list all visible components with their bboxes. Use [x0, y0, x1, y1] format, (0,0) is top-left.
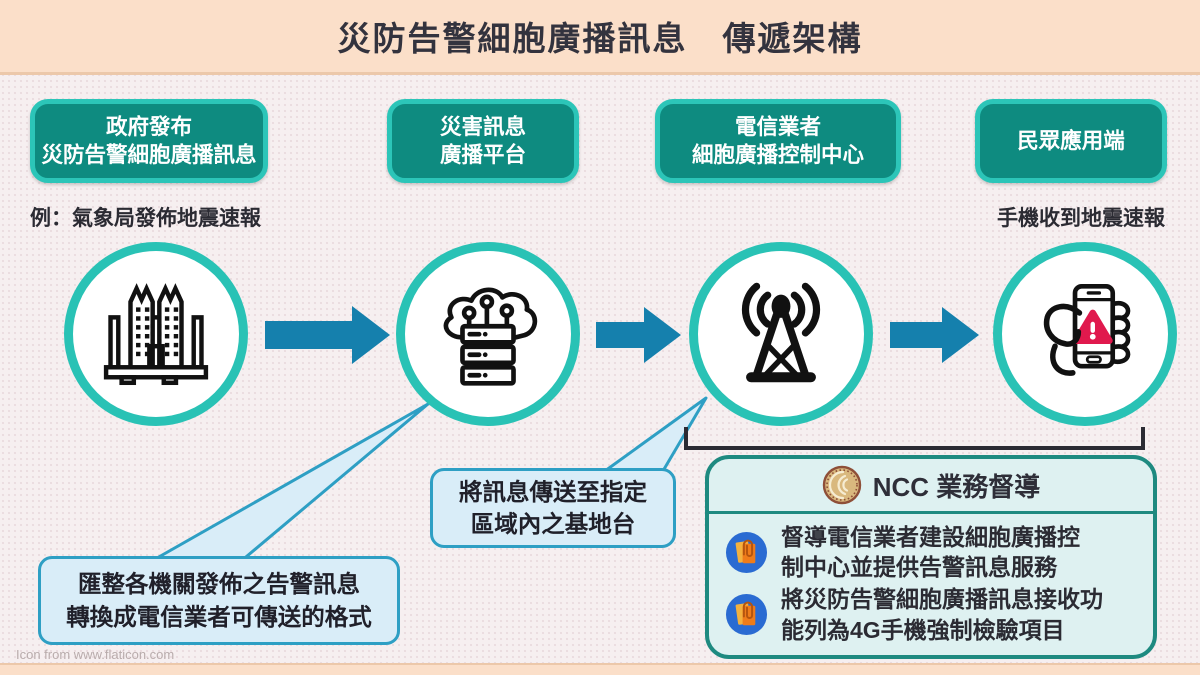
group-bracket [684, 427, 1145, 450]
ncc-item-line: 制中心並提供告警訊息服務 [781, 554, 1057, 581]
document-clip-icon [725, 594, 768, 636]
stagebox-government: 政府發布 災防告警細胞廣播訊息 [30, 99, 268, 183]
example-left-caption: 例：氣象局發佈地震速報 [30, 207, 261, 230]
ncc-panel-title: NCC 業務督導 [872, 471, 1041, 502]
stagebox-line: 細胞廣播控制中心 [691, 143, 864, 167]
node-telecom [689, 242, 873, 426]
callout-pointer-to-platform [148, 402, 430, 564]
callout-line: 轉換成電信業者可傳送的格式 [66, 603, 372, 630]
ncc-item: 督導電信業者建設細胞廣播控 制中心並提供告警訊息服務 [725, 522, 1139, 583]
header-bar: 災防告警細胞廣播訊息 傳遞架構 [0, 0, 1200, 75]
stagebox-line: 民眾應用端 [1017, 128, 1125, 153]
phone-alert-icon [1043, 283, 1131, 376]
ncc-item-text: 督導電信業者建設細胞廣播控 制中心並提供告警訊息服務 [781, 522, 1080, 583]
callout-line: 將訊息傳送至指定 [459, 478, 647, 505]
ncc-panel: NCC 業務督導 督導電信業者建設細胞廣播控 制中心並提供告警訊息服務 [705, 455, 1157, 659]
icon-attribution: Icon from www.flaticon.com [16, 647, 175, 662]
stagebox-line: 災防告警細胞廣播訊息 [41, 143, 257, 167]
callout-platform: 匯整各機關發佈之告警訊息 轉換成電信業者可傳送的格式 [38, 556, 400, 645]
stagebox-line: 電信業者 [734, 114, 821, 139]
ncc-item-line: 將災防告警細胞廣播訊息接收功 [781, 586, 1103, 613]
ncc-item-line: 督導電信業者建設細胞廣播控 [781, 523, 1080, 550]
node-public [993, 242, 1177, 426]
stagebox-line: 廣播平台 [439, 143, 526, 167]
callout-basestation: 將訊息傳送至指定 區域內之基地台 [430, 468, 676, 548]
government-building-icon [103, 283, 209, 386]
ncc-item-text: 將災防告警細胞廣播訊息接收功 能列為4G手機強制檢驗項目 [781, 584, 1103, 645]
flow-arrow-icon [890, 307, 979, 363]
stagebox-public: 民眾應用端 [975, 99, 1167, 183]
ncc-seal-icon [822, 465, 861, 505]
stagebox-telecom: 電信業者 細胞廣播控制中心 [655, 99, 901, 183]
stagebox-line: 政府發布 [105, 114, 192, 139]
stagebox-line: 災害訊息 [439, 114, 526, 139]
ncc-panel-header: NCC 業務督導 [709, 459, 1153, 514]
stagebox-platform: 災害訊息 廣播平台 [387, 99, 579, 183]
ncc-item-line: 能列為4G手機強制檢驗項目 [781, 616, 1065, 643]
document-clip-icon [725, 531, 768, 573]
example-right-caption: 手機收到地震速報 [997, 207, 1165, 230]
node-platform [396, 242, 580, 426]
node-government [64, 242, 248, 426]
flow-arrow-icon [596, 307, 681, 363]
cloud-server-icon [443, 287, 538, 386]
ncc-item: 將災防告警細胞廣播訊息接收功 能列為4G手機強制檢驗項目 [725, 584, 1139, 645]
footer-bar [0, 663, 1200, 675]
flow-arrow-icon [265, 306, 390, 364]
callout-line: 匯整各機關發佈之告警訊息 [78, 571, 360, 598]
callout-line: 區域內之基地台 [470, 511, 636, 537]
callout-pointer-to-tower [596, 396, 708, 478]
broadcast-tower-icon [741, 282, 821, 383]
page-title: 災防告警細胞廣播訊息 傳遞架構 [337, 20, 863, 57]
ncc-panel-body: 督導電信業者建設細胞廣播控 制中心並提供告警訊息服務 將災防告警細胞廣播訊息接收… [709, 514, 1153, 655]
